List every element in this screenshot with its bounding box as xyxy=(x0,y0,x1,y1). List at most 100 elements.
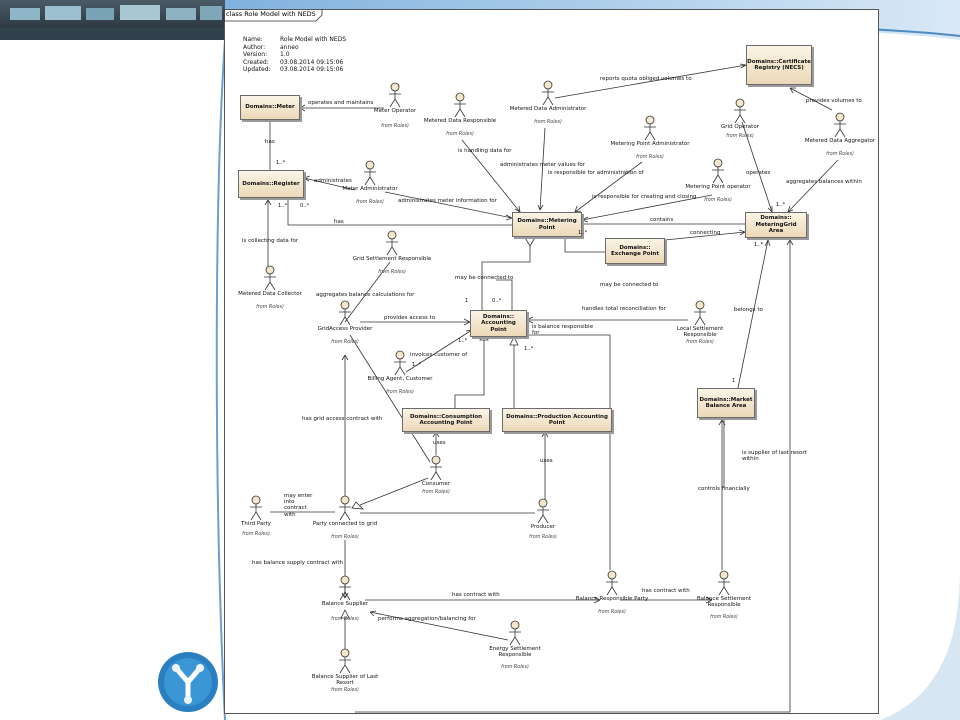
actor-package-label: from Roles) xyxy=(636,155,664,160)
stick-figure-icon xyxy=(606,570,618,596)
meta-value: 03.08.2014 09:15:06 xyxy=(280,58,344,66)
class-meter[interactable]: Domains::Meter xyxy=(240,95,300,120)
assoc-label: uses xyxy=(433,440,446,446)
actor-name: Party connected to grid xyxy=(312,521,378,527)
meta-key: Name: xyxy=(243,36,263,43)
multiplicity: 1 xyxy=(465,298,469,304)
actor-grid-operator[interactable]: Grid Operator from Roles) xyxy=(721,98,759,139)
actor-name: Balance Responsible Party xyxy=(575,596,649,602)
assoc-label: may be connected to xyxy=(455,275,514,281)
actor-local-settlement-responsible[interactable]: Local Settlement Responsible from Roles) xyxy=(677,300,723,345)
assoc-label: uses xyxy=(540,458,553,464)
assoc-label: has grid access contract with xyxy=(302,416,383,422)
assoc-label: aggregates balance calculations for xyxy=(316,292,415,298)
actor-producer[interactable]: Producer from Roles) xyxy=(529,498,557,540)
diagram-metadata: Name:Role Model with NEDS Author:anneo V… xyxy=(243,36,346,74)
assoc-label: has balance supply contract with xyxy=(252,560,343,566)
actor-package-label: from Roles) xyxy=(534,120,562,125)
stick-figure-icon xyxy=(509,620,521,646)
actor-package-label: from Roles) xyxy=(726,134,754,139)
actor-meter-operator[interactable]: Meter Operator from Roles) xyxy=(374,82,416,129)
class-register[interactable]: Domains::Register xyxy=(238,170,304,198)
actor-name: Energy Settlement Responsible xyxy=(489,646,541,659)
assoc-label: performs aggregation/balancing for xyxy=(378,616,476,622)
actor-package-label: from Roles) xyxy=(704,198,732,203)
actor-name: Metered Data Aggregator xyxy=(804,138,876,144)
meta-value: anneo xyxy=(280,43,299,51)
actor-name: Meter Administrator xyxy=(342,186,398,192)
actor-name: Metered Data Administrator xyxy=(509,106,587,112)
meta-value: 1.0 xyxy=(280,51,290,59)
assoc-label: provides access to xyxy=(384,315,436,321)
assoc-label: is collecting data for xyxy=(242,238,299,244)
actor-name: Balance Supplier xyxy=(321,601,369,607)
actor-party-connected-to-grid[interactable]: Party connected to grid from Roles) xyxy=(313,495,377,540)
actor-balance-supplier[interactable]: Balance Supplier from Roles) xyxy=(322,575,368,622)
actor-metered-data-administrator[interactable]: Metered Data Administrator from Roles) xyxy=(510,80,586,125)
actor-name: Producer xyxy=(530,524,556,530)
stick-figure-icon xyxy=(694,300,706,326)
actor-meter-administrator[interactable]: Meter Administrator from Roles) xyxy=(342,160,398,205)
stick-figure-icon xyxy=(389,82,401,108)
actor-package-label: from Roles) xyxy=(242,532,270,537)
meta-value: 03.08.2014 09:15:06 xyxy=(280,66,344,74)
assoc-label: handles total reconciliation for xyxy=(582,306,666,312)
actor-name: Metered Data Collector xyxy=(238,291,302,297)
actor-energy-settlement-responsible[interactable]: Energy Settlement Responsible from Roles… xyxy=(489,620,541,670)
actor-package-label: from Roles) xyxy=(378,270,406,275)
assoc-label: has contract with xyxy=(642,588,690,594)
assoc-label: has xyxy=(265,139,275,145)
assoc-label: provides volumes to xyxy=(806,98,862,104)
meta-key: Version: xyxy=(243,51,268,59)
class-certificate-registry[interactable]: Domains::Certificate Registry (NECS) xyxy=(746,45,812,85)
multiplicity: 1..* xyxy=(578,230,588,236)
multiplicity: 1..* xyxy=(776,202,786,208)
multiplicity: 1..* xyxy=(458,338,468,344)
meta-key: Updated: xyxy=(243,66,271,74)
class-exchange-point[interactable]: Domains:: Exchange Point xyxy=(605,238,665,264)
assoc-label: administrates xyxy=(314,178,352,184)
actor-name: Billing Agent, Customer xyxy=(367,376,433,382)
actor-name: Metering Point Administrator xyxy=(610,141,690,147)
actor-billing-agent[interactable]: Billing Agent, Customer from Roles) xyxy=(367,350,433,395)
actor-balance-responsible-party[interactable]: Balance Responsible Party from Roles) xyxy=(576,570,648,615)
assoc-label: aggregates balances within xyxy=(786,179,862,185)
stick-figure-icon xyxy=(430,455,442,481)
class-metering-point[interactable]: Domains::Metering Point xyxy=(512,212,582,237)
actor-metered-data-responsible[interactable]: Metered Data Responsible from Roles) xyxy=(424,92,496,137)
class-market-balance-area[interactable]: Domains::Market Balance Area xyxy=(697,388,755,418)
assoc-label: may enter into contract with xyxy=(284,493,313,518)
actor-package-label: from Roles) xyxy=(446,132,474,137)
actor-package-label: from Roles) xyxy=(381,124,409,129)
stick-figure-icon xyxy=(712,158,724,184)
actor-name: Metering Point operator xyxy=(685,184,751,190)
class-metering-grid-area[interactable]: Domains:: MeteringGrid Area xyxy=(745,212,807,238)
actor-balance-supplier-last-resort[interactable]: Balance Supplier of Last Resort from Rol… xyxy=(312,648,378,693)
stick-figure-icon xyxy=(644,115,656,141)
actor-third-party[interactable]: Third Party from Roles) xyxy=(241,495,271,537)
actor-consumer[interactable]: Consumer from Roles) xyxy=(422,455,450,495)
actor-metered-data-collector[interactable]: Metered Data Collector from Roles) xyxy=(238,265,302,310)
class-accounting-point[interactable]: Domains:: Accounting Point xyxy=(470,310,527,337)
actor-name: Local Settlement Responsible xyxy=(676,326,724,339)
meta-key: Created: xyxy=(243,58,269,66)
actor-metered-data-aggregator[interactable]: Metered Data Aggregator from Roles) xyxy=(805,112,875,157)
actor-grid-access-provider[interactable]: GridAccess Provider from Roles) xyxy=(318,300,372,345)
actor-grid-settlement-responsible[interactable]: Grid Settlement Responsible from Roles) xyxy=(353,230,431,275)
actor-name: Meter Operator xyxy=(373,108,417,114)
multiplicity: 1 xyxy=(732,378,736,384)
stick-figure-icon xyxy=(454,92,466,118)
class-production-accounting-point[interactable]: Domains::Production Accounting Point xyxy=(502,408,612,432)
assoc-label: operates xyxy=(746,170,771,176)
assoc-label: has contract with xyxy=(452,592,500,598)
actor-balance-settlement-responsible[interactable]: Balance Settlement Responsible from Role… xyxy=(697,570,751,620)
assoc-label: administrates meter information for xyxy=(398,198,497,204)
actor-name: Balance Settlement Responsible xyxy=(696,596,752,609)
stick-figure-icon xyxy=(364,160,376,186)
actor-metering-point-administrator[interactable]: Metering Point Administrator from Roles) xyxy=(610,115,690,160)
actor-metering-point-operator[interactable]: Metering Point operator from Roles) xyxy=(685,158,751,203)
stick-figure-icon xyxy=(339,575,351,601)
actor-package-label: from Roles) xyxy=(331,535,359,540)
class-consumption-accounting-point[interactable]: Domains::Consumption Accounting Point xyxy=(402,408,490,432)
